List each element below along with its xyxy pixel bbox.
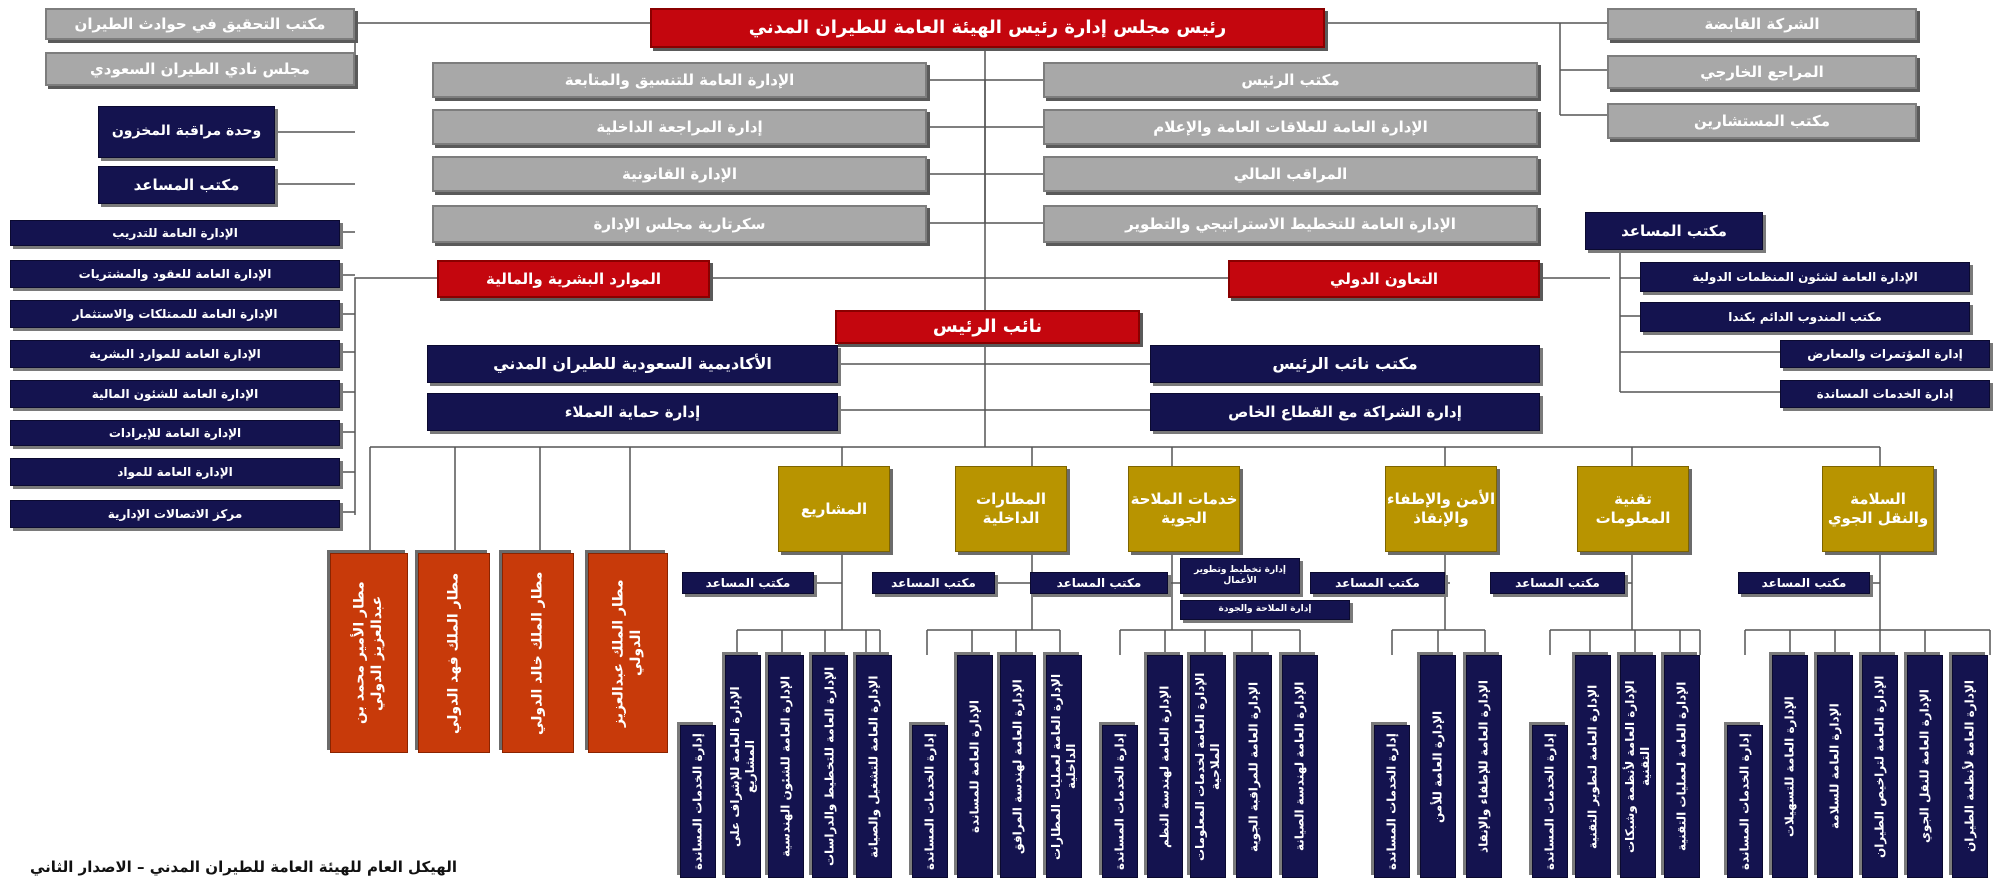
center-gray-left-box: الإدارة العامة للتنسيق والمتابعة: [432, 62, 927, 98]
hr-dept-box: الإدارة العامة للشئون المالية: [10, 380, 340, 408]
center-gray-right-box: الإدارة العامة للتخطيط الاستراتيجي والتط…: [1043, 205, 1538, 243]
airport-box: مطار الأمير محمد بن عبدالعزيز الدولي: [330, 553, 408, 753]
sector-title-box: خدمات الملاحة الجوية: [1128, 466, 1240, 552]
sector-dept-box: الإدارة العامة للإشراف على المشاريع: [725, 655, 761, 878]
right-aux-box: مكتب المستشارين: [1607, 103, 1917, 139]
hr-dept-box: الإدارة العامة للمواد: [10, 458, 340, 486]
sector-dept-box: الإدارة العامة للتسهيلات: [1772, 655, 1808, 878]
center-gray-right-box: الإدارة العامة للعلاقات العامة والإعلام: [1043, 109, 1538, 145]
chart-caption: الهيكل العام للهيئة العامة للطيران المدن…: [30, 858, 457, 876]
hr-dept-box: الإدارة العامة للتدريب: [10, 220, 340, 246]
sector-dept-box: الإدارة العامة لهندسة النظم: [1147, 655, 1183, 878]
sector-dept-box: الإدارة العامة للتخطيط والدراسات: [812, 655, 848, 878]
sector-dept-box: الإدارة العامة للسلامة: [1817, 655, 1853, 878]
intl-dept-box: الإدارة العامة لشئون المنظمات الدولية: [1640, 262, 1970, 292]
sector-dept-box: الإدارة العامة للتشغيل والصيانة: [856, 655, 892, 878]
sector-dept-box: الإدارة العامة لأنظمة وشبكات التقنية: [1620, 655, 1656, 878]
intl-assistant-box: مكتب المساعد: [1585, 212, 1763, 250]
sector-dept-box: الإدارة العامة لأنظمة الطيران: [1952, 655, 1988, 878]
sector-assistant-box: مكتب المساعد: [1030, 572, 1168, 594]
center-gray-left-box: إدارة المراجعة الداخلية: [432, 109, 927, 145]
chairman-box: رئيس مجلس إدارة رئيس الهيئة العامة للطير…: [650, 8, 1325, 48]
hr-dept-box: الإدارة العامة للموارد البشرية: [10, 340, 340, 368]
sector-assistant-box: مكتب المساعد: [1738, 572, 1870, 594]
hr-dept-box: الإدارة العامة للإيرادات: [10, 420, 340, 446]
vp-title-box: نائب الرئيس: [835, 310, 1140, 344]
sector-dept-box: إدارة الخدمات المساندة: [1374, 725, 1410, 878]
sector-dept-box: إدارة الخدمات المساندة: [1102, 725, 1138, 878]
sector-dept-box: الإدارة العامة لهندسة المرافق: [1000, 655, 1036, 878]
sector-dept-box: إدارة الخدمات المساندة: [1532, 725, 1568, 878]
sector-dept-box: الإدارة العامة لهندسة الصيانة: [1282, 655, 1318, 878]
sector-dept-box: الإدارة العامة لتراخيص الطيران: [1862, 655, 1898, 878]
hr-assistant-box: مكتب المساعد: [98, 166, 275, 204]
intl-dept-box: إدارة المؤتمرات والمعارض: [1780, 340, 1990, 368]
hr-unit-box: وحدة مراقبة المخزون: [98, 106, 275, 158]
airport-box: مطار الملك خالد الدولي: [502, 553, 574, 753]
sector-dept-box: الإدارة العامة لعمليات المطارات الداخلية: [1046, 655, 1082, 878]
airport-box: مطار الملك عبدالعزيز الدولي: [588, 553, 668, 753]
hr-title-box: الموارد البشرية والمالية: [437, 260, 710, 298]
sector-dept-box: الإدارة العامة لتطوير التقنية: [1575, 655, 1611, 878]
sector-dept-box: إدارة الخدمات المساندة: [680, 725, 716, 878]
intl-title-box: التعاون الدولي: [1228, 260, 1540, 298]
sector-dept-box: الإدارة العامة لعمليات التقنية: [1664, 655, 1700, 878]
sector-assistant-box: مكتب المساعد: [1310, 572, 1445, 594]
sector-dept-box: إدارة الخدمات المساندة: [912, 725, 948, 878]
center-gray-left-box: سكرتارية مجلس الإدارة: [432, 205, 927, 243]
sector-dept-box: الإدارة العامة للمراقبة الجوية: [1236, 655, 1272, 878]
hr-dept-box: الإدارة العامة للممتلكات والاستثمار: [10, 300, 340, 328]
intl-dept-box: إدارة الخدمات المساندة: [1780, 380, 1990, 408]
sector-assistant-box: مكتب المساعد: [872, 572, 995, 594]
right-aux-box: المراجع الخارجي: [1607, 55, 1917, 89]
center-gray-left-box: الإدارة القانونية: [432, 156, 927, 192]
sector-assistant-box: مكتب المساعد: [1490, 572, 1625, 594]
left-aux-box: مجلس نادي الطيران السعودي: [45, 52, 355, 86]
sector-dept-box: الإدارة العامة للنقل الجوي: [1907, 655, 1943, 878]
hr-dept-box: الإدارة العامة للعقود والمشتريات: [10, 260, 340, 288]
sector-dept-box: الإدارة العامة لخدمات المعلومات الملاحية: [1190, 655, 1226, 878]
vp-right-box: مكتب نائب الرئيس: [1150, 345, 1540, 383]
center-gray-right-box: المراقب المالي: [1043, 156, 1538, 192]
sector-assistant-box: مكتب المساعد: [682, 572, 814, 594]
sector-note-box: إدارة الملاحة والجودة: [1180, 600, 1350, 620]
center-gray-right-box: مكتب الرئيس: [1043, 62, 1538, 98]
airport-box: مطار الملك فهد الدولي: [418, 553, 490, 753]
vp-right-box: إدارة الشراكة مع القطاع الخاص: [1150, 393, 1540, 431]
sector-title-box: المشاريع: [778, 466, 890, 552]
sector-note-box: إدارة تخطيط وتطوير الأعمال: [1180, 558, 1300, 594]
sector-title-box: الأمن والإطفاء والإنقاذ: [1385, 466, 1497, 552]
sector-dept-box: الإدارة العامة للإطفاء والإنقاذ: [1466, 655, 1502, 878]
sector-dept-box: الإدارة العامة للأمن: [1420, 655, 1456, 878]
sector-dept-box: الإدارة العامة للشئون الهندسية: [768, 655, 804, 878]
sector-title-box: المطارات الداخلية: [955, 466, 1067, 552]
vp-left-box: الأكاديمية السعودية للطيران المدني: [427, 345, 838, 383]
sector-dept-box: إدارة الخدمات المساندة: [1727, 725, 1763, 878]
right-aux-box: الشركة القابضة: [1607, 8, 1917, 40]
intl-dept-box: مكتب المندوب الدائم بكندا: [1640, 302, 1970, 332]
sector-title-box: السلامة والنقل الجوي: [1822, 466, 1934, 552]
left-aux-box: مكتب التحقيق في حوادث الطيران: [45, 8, 355, 40]
sector-dept-box: الإدارة العامة للمساندة: [957, 655, 993, 878]
vp-left-box: إدارة حماية العملاء: [427, 393, 838, 431]
hr-dept-box: مركز الاتصالات الإدارية: [10, 500, 340, 528]
sector-title-box: تقنية المعلومات: [1577, 466, 1689, 552]
